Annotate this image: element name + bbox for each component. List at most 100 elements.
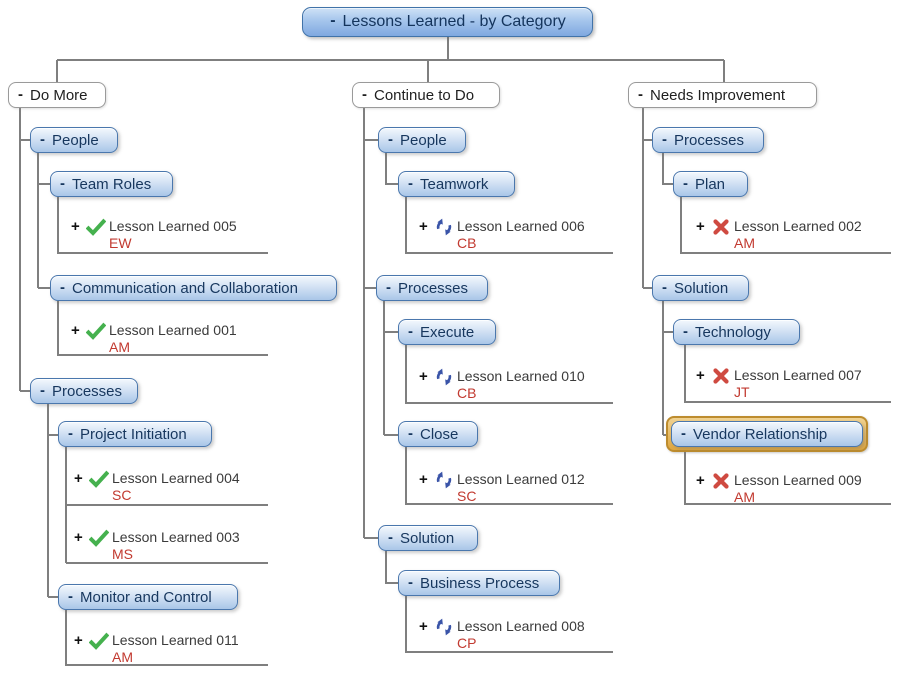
collapse-indicator[interactable]: - bbox=[408, 573, 413, 591]
topic-project-initiation[interactable]: - Project Initiation bbox=[58, 421, 212, 447]
lesson-label[interactable]: Lesson Learned 010 bbox=[457, 368, 585, 384]
lesson-label[interactable]: Lesson Learned 012 bbox=[457, 471, 585, 487]
lesson-text: Lesson Learned 010 CB bbox=[457, 368, 585, 402]
collapse-indicator[interactable]: - bbox=[68, 587, 73, 605]
collapse-indicator[interactable]: - bbox=[60, 278, 65, 296]
expand-indicator[interactable]: + bbox=[74, 470, 83, 487]
lesson-item-003[interactable]: + Lesson Learned 003 MS bbox=[74, 529, 240, 563]
lesson-initials: AM bbox=[112, 649, 133, 665]
collapse-indicator[interactable]: - bbox=[60, 174, 65, 192]
topic-execute[interactable]: - Execute bbox=[398, 319, 496, 345]
topic-technology[interactable]: - Technology bbox=[673, 319, 800, 345]
lesson-label[interactable]: Lesson Learned 005 bbox=[109, 218, 237, 234]
topic-team-roles[interactable]: - Team Roles bbox=[50, 171, 173, 197]
lesson-text: Lesson Learned 004 SC bbox=[112, 470, 240, 504]
root-topic[interactable]: - Lessons Learned - by Category bbox=[302, 7, 593, 37]
topic-label: Technology bbox=[695, 323, 771, 341]
collapse-indicator[interactable]: - bbox=[18, 85, 23, 103]
expand-indicator[interactable]: + bbox=[71, 322, 80, 339]
topic-close[interactable]: - Close bbox=[398, 421, 478, 447]
collapse-indicator[interactable]: - bbox=[662, 130, 667, 148]
topic-monitor-and-control[interactable]: - Monitor and Control bbox=[58, 584, 238, 610]
collapse-indicator[interactable]: - bbox=[408, 424, 413, 442]
topic-continue-processes[interactable]: - Processes bbox=[376, 275, 488, 301]
lesson-item-004[interactable]: + Lesson Learned 004 SC bbox=[74, 470, 240, 504]
lesson-label[interactable]: Lesson Learned 003 bbox=[112, 529, 240, 545]
collapse-indicator[interactable]: - bbox=[683, 174, 688, 192]
topic-teamwork[interactable]: - Teamwork bbox=[398, 171, 515, 197]
expand-indicator[interactable]: + bbox=[74, 529, 83, 546]
collapse-indicator[interactable]: - bbox=[388, 528, 393, 546]
cross-icon bbox=[711, 217, 731, 237]
lesson-item-011[interactable]: + Lesson Learned 011 AM bbox=[74, 632, 239, 666]
lesson-item-010[interactable]: + Lesson Learned 010 CB bbox=[419, 368, 585, 402]
topic-label: Project Initiation bbox=[80, 425, 187, 443]
topic-communication-and-collaboration[interactable]: - Communication and Collaboration bbox=[50, 275, 337, 301]
topic-label: Communication and Collaboration bbox=[72, 279, 298, 297]
lesson-label[interactable]: Lesson Learned 006 bbox=[457, 218, 585, 234]
topic-label: Plan bbox=[695, 175, 726, 193]
lesson-initials: SC bbox=[457, 488, 477, 504]
collapse-indicator[interactable]: - bbox=[662, 278, 667, 296]
lesson-item-008[interactable]: + Lesson Learned 008 CP bbox=[419, 618, 585, 652]
lesson-initials: JT bbox=[734, 384, 750, 400]
topic-continue-to-do[interactable]: - Continue to Do bbox=[352, 82, 500, 108]
collapse-indicator[interactable]: - bbox=[408, 322, 413, 340]
topic-do-more-people[interactable]: - People bbox=[30, 127, 118, 153]
check-icon bbox=[86, 321, 106, 341]
collapse-indicator[interactable]: - bbox=[408, 174, 413, 192]
lesson-item-007[interactable]: + Lesson Learned 007 JT bbox=[696, 367, 862, 401]
cross-icon bbox=[711, 366, 731, 386]
expand-indicator[interactable]: + bbox=[419, 368, 428, 385]
lesson-initials: CB bbox=[457, 235, 477, 251]
topic-label: Team Roles bbox=[72, 175, 152, 193]
collapse-indicator[interactable]: - bbox=[40, 381, 45, 399]
expand-indicator[interactable]: + bbox=[696, 367, 705, 384]
collapse-indicator[interactable]: - bbox=[68, 424, 73, 442]
selection-highlight: - Vendor Relationship bbox=[666, 416, 868, 452]
topic-do-more-processes[interactable]: - Processes bbox=[30, 378, 138, 404]
expand-indicator[interactable]: + bbox=[419, 618, 428, 635]
expand-indicator[interactable]: + bbox=[74, 632, 83, 649]
topic-needs-solution[interactable]: - Solution bbox=[652, 275, 749, 301]
topic-do-more[interactable]: - Do More bbox=[8, 82, 106, 108]
topic-label: Solution bbox=[674, 279, 729, 297]
lesson-label[interactable]: Lesson Learned 002 bbox=[734, 218, 862, 234]
expand-indicator[interactable]: + bbox=[696, 218, 705, 235]
lesson-item-009[interactable]: + Lesson Learned 009 AM bbox=[696, 472, 862, 506]
topic-plan[interactable]: - Plan bbox=[673, 171, 748, 197]
collapse-indicator[interactable]: - bbox=[638, 85, 643, 103]
lesson-label[interactable]: Lesson Learned 011 bbox=[112, 632, 239, 648]
lesson-label[interactable]: Lesson Learned 008 bbox=[457, 618, 585, 634]
collapse-indicator[interactable]: - bbox=[388, 130, 393, 148]
topic-continue-people[interactable]: - People bbox=[378, 127, 466, 153]
expand-indicator[interactable]: + bbox=[419, 471, 428, 488]
lesson-item-006[interactable]: + Lesson Learned 006 CB bbox=[419, 218, 585, 252]
lesson-item-002[interactable]: + Lesson Learned 002 AM bbox=[696, 218, 862, 252]
lesson-item-012[interactable]: + Lesson Learned 012 SC bbox=[419, 471, 585, 505]
lesson-item-005[interactable]: + Lesson Learned 005 EW bbox=[71, 218, 237, 252]
expand-indicator[interactable]: + bbox=[419, 218, 428, 235]
topic-business-process[interactable]: - Business Process bbox=[398, 570, 560, 596]
collapse-indicator[interactable]: - bbox=[362, 85, 367, 103]
lesson-text: Lesson Learned 012 SC bbox=[457, 471, 585, 505]
lesson-text: Lesson Learned 003 MS bbox=[112, 529, 240, 563]
lesson-item-001[interactable]: + Lesson Learned 001 AM bbox=[71, 322, 237, 356]
collapse-indicator[interactable]: - bbox=[681, 424, 686, 442]
topic-needs-improvement[interactable]: - Needs Improvement bbox=[628, 82, 817, 108]
collapse-indicator[interactable]: - bbox=[386, 278, 391, 296]
lesson-label[interactable]: Lesson Learned 009 bbox=[734, 472, 862, 488]
lesson-initials: AM bbox=[734, 489, 755, 505]
collapse-indicator[interactable]: - bbox=[683, 322, 688, 340]
collapse-indicator[interactable]: - bbox=[40, 130, 45, 148]
lesson-label[interactable]: Lesson Learned 007 bbox=[734, 367, 862, 383]
topic-vendor-relationship[interactable]: - Vendor Relationship bbox=[671, 421, 863, 447]
lesson-label[interactable]: Lesson Learned 004 bbox=[112, 470, 240, 486]
expand-indicator[interactable]: + bbox=[71, 218, 80, 235]
collapse-indicator[interactable]: - bbox=[330, 12, 336, 29]
expand-indicator[interactable]: + bbox=[696, 472, 705, 489]
lesson-label[interactable]: Lesson Learned 001 bbox=[109, 322, 237, 338]
topic-needs-processes[interactable]: - Processes bbox=[652, 127, 764, 153]
topic-label: Needs Improvement bbox=[650, 86, 786, 104]
topic-continue-solution[interactable]: - Solution bbox=[378, 525, 478, 551]
